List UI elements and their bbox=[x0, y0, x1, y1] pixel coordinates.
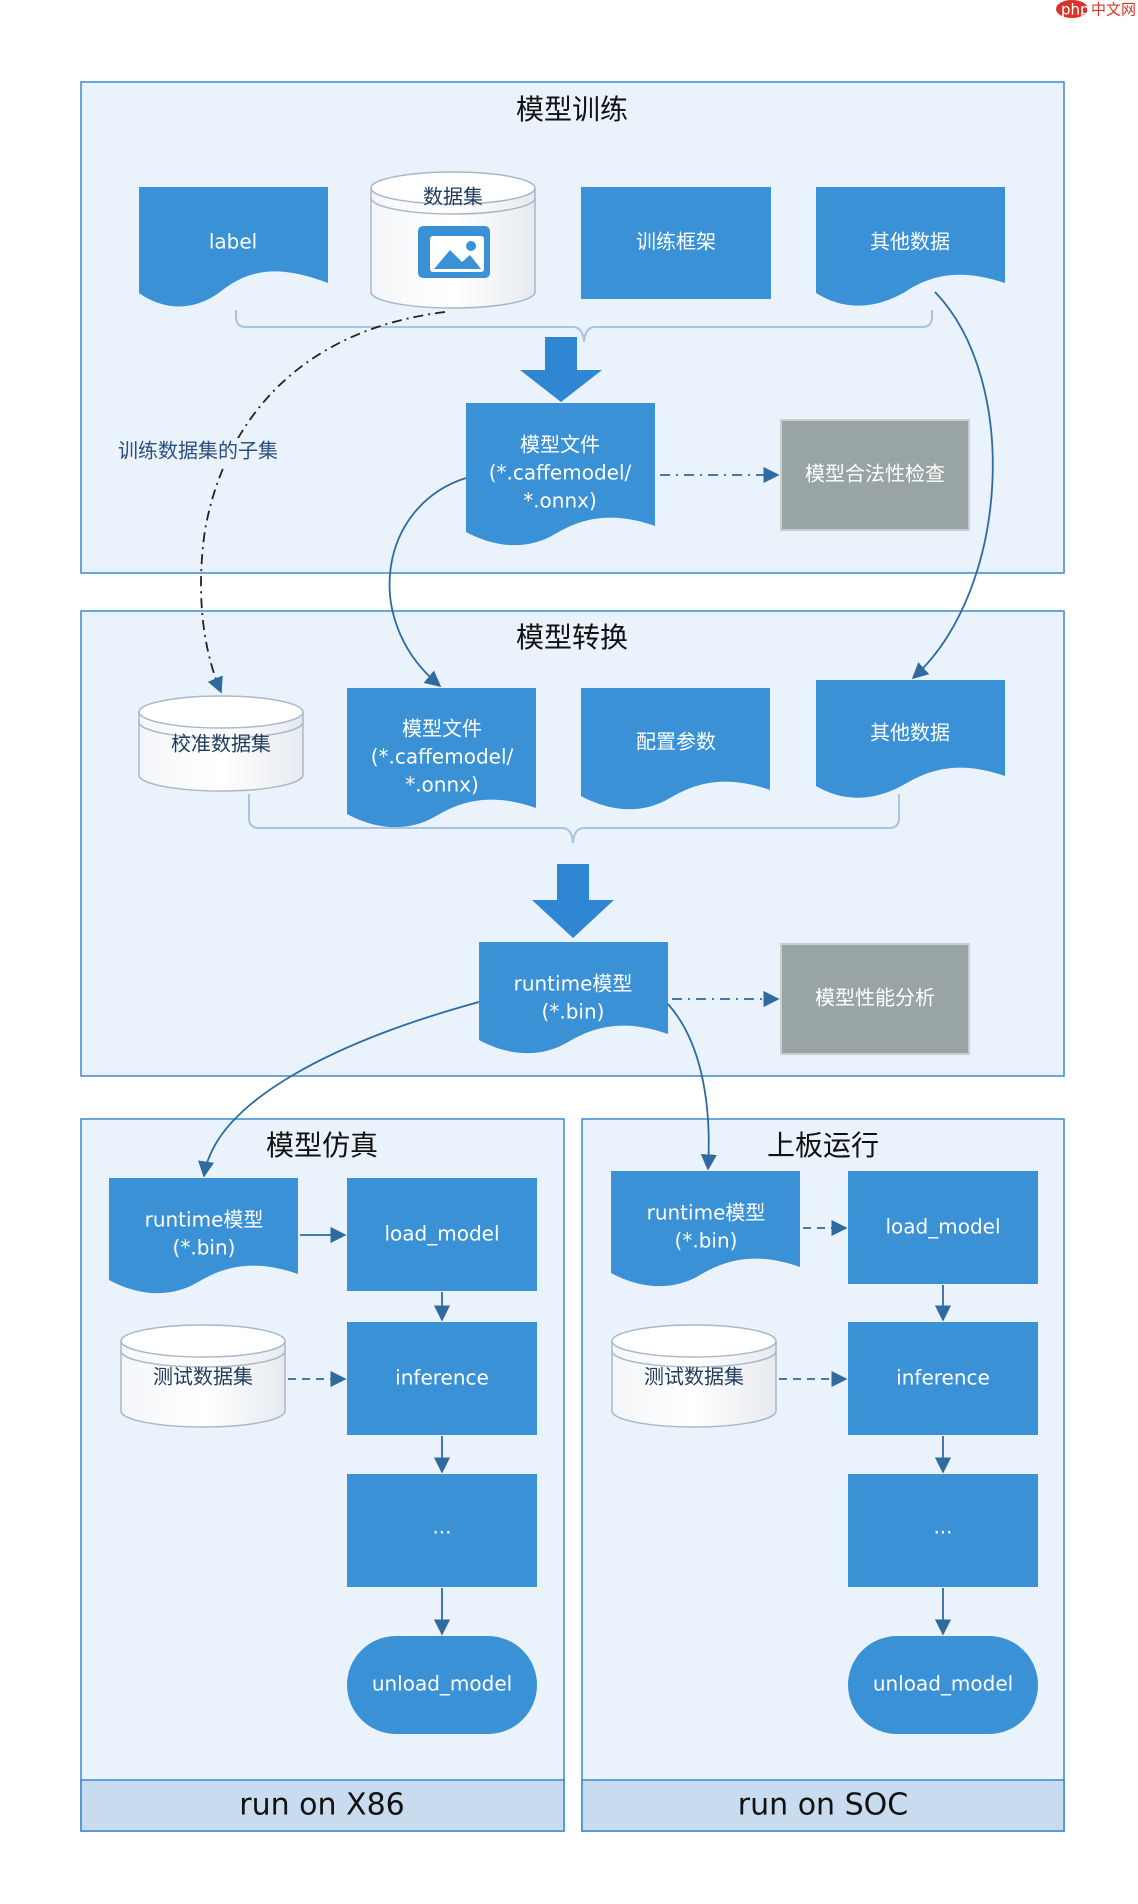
ellipsis-step-simulation: ... bbox=[347, 1474, 537, 1587]
arrow-model-file bbox=[388, 477, 467, 688]
load-model-board: load_model bbox=[848, 1171, 1038, 1284]
svg-text:模型性能分析: 模型性能分析 bbox=[815, 986, 935, 1010]
svg-text:*.onnx): *.onnx) bbox=[405, 773, 479, 797]
simulation-title: 模型仿真 bbox=[266, 1129, 378, 1162]
test-data-cylinder-simulation: 测试数据集 bbox=[120, 1324, 286, 1428]
runtime-model-board: runtime模型 (*.bin) bbox=[611, 1171, 800, 1287]
runtime-model-conversion: runtime模型 (*.bin) bbox=[479, 942, 668, 1054]
subset-label: 训练数据集的子集 bbox=[118, 439, 278, 463]
inference-simulation: inference bbox=[347, 1322, 537, 1435]
svg-text:...: ... bbox=[432, 1515, 451, 1539]
svg-text:其他数据: 其他数据 bbox=[870, 230, 950, 254]
arrow-runtime-to-board bbox=[667, 1003, 717, 1171]
svg-text:php: php bbox=[1061, 1, 1090, 19]
dataset-cylinder: 数据集 bbox=[370, 171, 536, 309]
svg-text:模型文件: 模型文件 bbox=[402, 717, 482, 741]
big-arrow-conversion bbox=[532, 864, 614, 938]
svg-text:runtime模型: runtime模型 bbox=[514, 972, 633, 996]
svg-text:其他数据: 其他数据 bbox=[870, 721, 950, 745]
watermark-logo: php 中文网 bbox=[1056, 0, 1136, 19]
conversion-brace bbox=[248, 794, 900, 844]
svg-text:模型合法性检查: 模型合法性检查 bbox=[805, 462, 945, 486]
load-model-simulation: load_model bbox=[347, 1178, 537, 1291]
board-title: 上板运行 bbox=[767, 1129, 879, 1162]
calibration-cylinder: 校准数据集 bbox=[138, 695, 304, 792]
svg-text:训练框架: 训练框架 bbox=[636, 230, 716, 254]
svg-text:load_model: load_model bbox=[384, 1222, 499, 1246]
svg-text:(*.caffemodel/: (*.caffemodel/ bbox=[489, 461, 632, 485]
svg-text:数据集: 数据集 bbox=[423, 185, 483, 209]
svg-text:配置参数: 配置参数 bbox=[636, 730, 716, 754]
svg-text:模型文件: 模型文件 bbox=[520, 433, 600, 457]
image-icon bbox=[418, 226, 490, 278]
arrow-runtime-to-simulation bbox=[198, 1001, 480, 1178]
ellipsis-step-board: ... bbox=[848, 1474, 1038, 1587]
other-data-document-conversion: 其他数据 bbox=[816, 680, 1005, 798]
svg-text:unload_model: unload_model bbox=[873, 1672, 1013, 1696]
svg-text:unload_model: unload_model bbox=[372, 1672, 512, 1696]
label-document: label bbox=[139, 187, 328, 307]
framework-box: 训练框架 bbox=[581, 187, 771, 299]
perf-analysis-box: 模型性能分析 bbox=[780, 943, 970, 1055]
big-arrow-training bbox=[520, 337, 602, 402]
model-file-training: 模型文件 (*.caffemodel/ *.onnx) bbox=[466, 403, 655, 546]
svg-text:runtime模型: runtime模型 bbox=[647, 1201, 766, 1225]
conversion-title: 模型转换 bbox=[516, 621, 628, 654]
config-document: 配置参数 bbox=[581, 688, 770, 810]
simulation-footer-bar bbox=[80, 1779, 565, 1832]
training-title: 模型训练 bbox=[516, 93, 628, 126]
svg-text:中文网: 中文网 bbox=[1091, 1, 1136, 19]
svg-text:*.onnx): *.onnx) bbox=[523, 489, 597, 513]
svg-text:inference: inference bbox=[395, 1366, 489, 1390]
svg-text:inference: inference bbox=[896, 1366, 990, 1390]
svg-text:...: ... bbox=[933, 1515, 952, 1539]
svg-text:(*.bin): (*.bin) bbox=[675, 1229, 738, 1253]
board-footer: run on SOC bbox=[738, 1788, 908, 1823]
svg-text:load_model: load_model bbox=[885, 1215, 1000, 1239]
svg-text:测试数据集: 测试数据集 bbox=[644, 1365, 744, 1389]
svg-text:label: label bbox=[209, 230, 257, 254]
svg-text:(*.caffemodel/: (*.caffemodel/ bbox=[371, 745, 514, 769]
training-brace bbox=[235, 310, 933, 343]
svg-text:校准数据集: 校准数据集 bbox=[171, 732, 271, 756]
other-data-document-training: 其他数据 bbox=[816, 187, 1005, 306]
simulation-footer: run on X86 bbox=[239, 1788, 405, 1823]
subset-label-bg bbox=[112, 438, 284, 466]
unload-model-simulation: unload_model bbox=[347, 1636, 537, 1734]
arrow-other-data bbox=[911, 291, 994, 680]
svg-text:(*.bin): (*.bin) bbox=[542, 1000, 605, 1024]
svg-text:(*.bin): (*.bin) bbox=[173, 1236, 236, 1260]
svg-text:测试数据集: 测试数据集 bbox=[153, 1365, 253, 1389]
unload-model-board: unload_model bbox=[848, 1636, 1038, 1734]
test-data-cylinder-board: 测试数据集 bbox=[611, 1324, 777, 1428]
arrow-subset-to-calibration bbox=[200, 311, 446, 694]
model-file-conversion: 模型文件 (*.caffemodel/ *.onnx) bbox=[347, 688, 536, 828]
svg-text:runtime模型: runtime模型 bbox=[145, 1208, 264, 1232]
legality-check-box: 模型合法性检查 bbox=[780, 419, 970, 531]
runtime-model-simulation: runtime模型 (*.bin) bbox=[109, 1178, 298, 1294]
inference-board: inference bbox=[848, 1322, 1038, 1435]
board-footer-bar bbox=[581, 1779, 1065, 1832]
